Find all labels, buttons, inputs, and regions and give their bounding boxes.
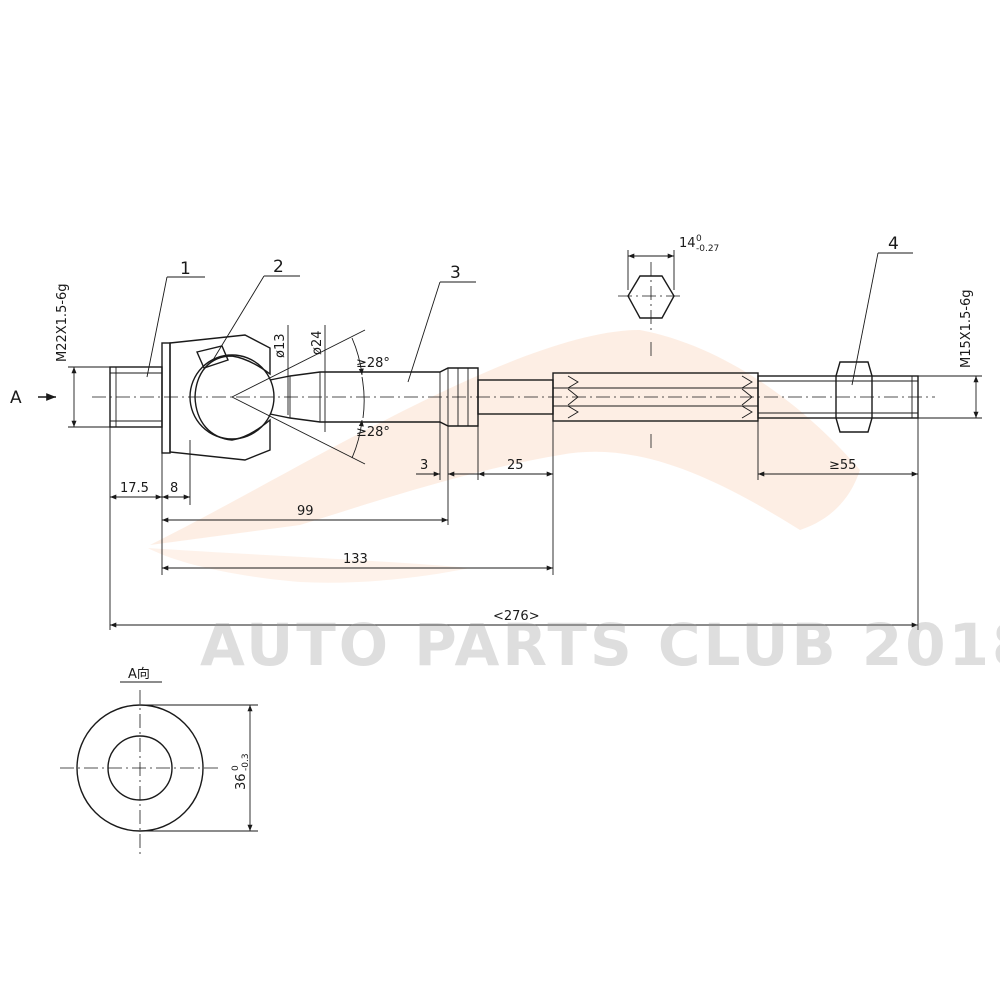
watermark-text: AUTO PARTS CLUB 2018 bbox=[200, 611, 1000, 679]
part-label-2: 2 bbox=[273, 257, 284, 277]
hex-size-nominal: 14 bbox=[679, 236, 696, 251]
part-label-1: 1 bbox=[180, 259, 191, 279]
dim-17-5: 17.5 bbox=[120, 481, 149, 496]
end-view-dia-upper-tol: 0 bbox=[231, 765, 241, 771]
hex-size-upper-tol: 0 bbox=[696, 234, 702, 244]
right-thread-spec: M15X1.5-6g bbox=[959, 289, 974, 368]
ball bbox=[189, 354, 275, 440]
dim-25: 25 bbox=[507, 458, 524, 473]
upper-angle: ≥28° bbox=[356, 356, 390, 371]
flange bbox=[161, 342, 171, 454]
dimension-lines bbox=[110, 471, 918, 628]
dim-3: 3 bbox=[420, 458, 428, 473]
leader-lines bbox=[146, 252, 913, 386]
neck-diameter: ø13 bbox=[273, 334, 288, 359]
end-view-dia-lower-tol: -0.3 bbox=[241, 753, 251, 771]
tie-rod-shaft bbox=[269, 367, 554, 427]
dim-276: <276> bbox=[493, 609, 540, 624]
left-thread-spec: M22X1.5-6g bbox=[55, 283, 70, 362]
ball-joint-housing bbox=[169, 334, 271, 461]
hex-section bbox=[552, 372, 759, 422]
view-arrow-label: A bbox=[10, 388, 22, 408]
ball-diameter: ø24 bbox=[310, 331, 325, 356]
dim-55: ≥55 bbox=[829, 458, 856, 473]
part-label-3: 3 bbox=[450, 263, 461, 283]
watermark-swoosh bbox=[148, 330, 860, 583]
part-label-4: 4 bbox=[888, 234, 899, 254]
end-view-title: A向 bbox=[128, 666, 150, 682]
dim-133: 133 bbox=[343, 552, 368, 567]
hex-cross-section bbox=[618, 250, 684, 452]
dim-99: 99 bbox=[297, 504, 314, 519]
end-view bbox=[60, 681, 258, 855]
hex-size-lower-tol: -0.27 bbox=[696, 244, 719, 254]
lower-angle: ≥28° bbox=[356, 425, 390, 440]
dim-8: 8 bbox=[170, 481, 178, 496]
end-view-dia-nominal: 36 bbox=[234, 773, 249, 790]
